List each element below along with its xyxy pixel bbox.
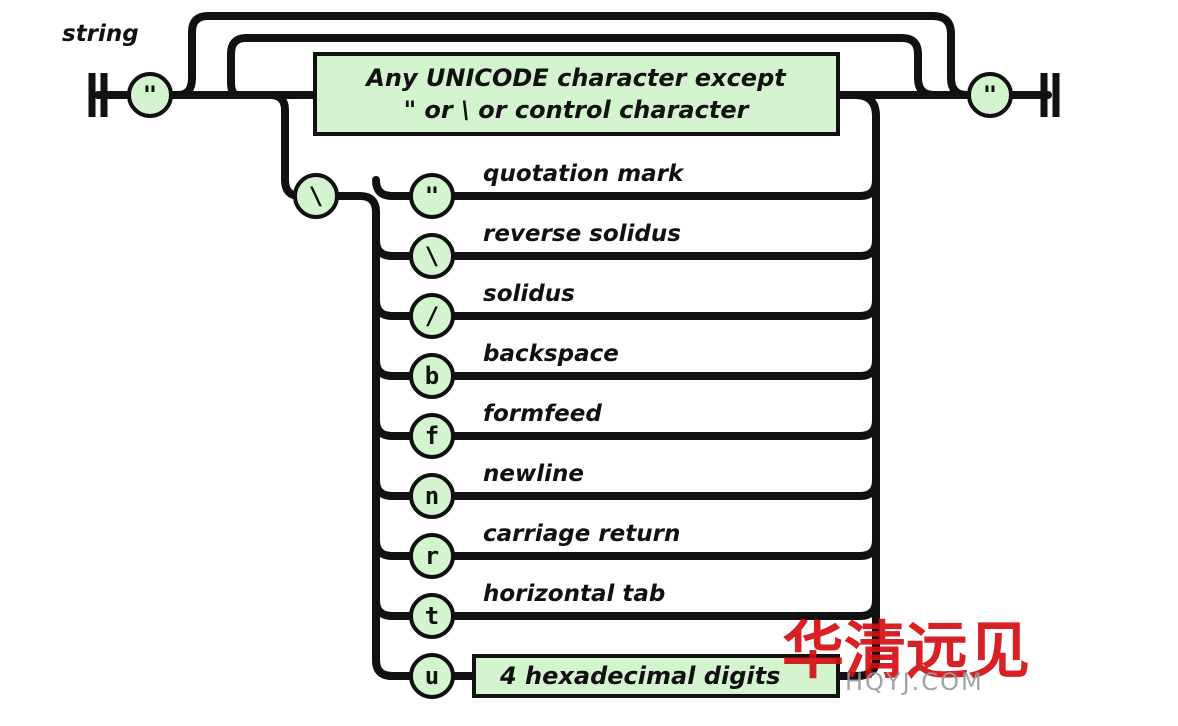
escape-char-terminal-1: \ xyxy=(409,233,455,279)
escape-char-terminal-8-shape xyxy=(409,653,455,699)
escape-char-terminal-0-char: " xyxy=(425,182,439,210)
escape-char-terminal-0-shape xyxy=(409,173,455,219)
loop-outer xyxy=(174,12,971,99)
escape-char-terminal-6: r xyxy=(409,533,455,579)
rail-escape-in-3 xyxy=(372,356,416,380)
hex-digits-box-label: 4 hexadecimal digits xyxy=(499,662,780,690)
rail-escape-out-5 xyxy=(448,476,880,500)
escape-char-terminal-3: b xyxy=(409,353,455,399)
escape-char-terminal-1-char: \ xyxy=(425,242,439,270)
rail-escape-in-6 xyxy=(372,536,416,560)
escape-label-4: formfeed xyxy=(483,401,602,427)
open-quote-terminal-shape xyxy=(127,72,173,118)
escape-char-terminal-3-shape xyxy=(409,353,455,399)
rail-escape-in-0 xyxy=(372,176,416,200)
rail-escape-in-8 xyxy=(372,656,416,680)
open-quote-terminal-char: " xyxy=(143,81,157,109)
rail-escape-out-4 xyxy=(448,416,880,440)
escape-char-terminal-2: / xyxy=(409,293,455,339)
unicode-char-box-line2: " or \ or control character xyxy=(404,96,751,124)
escape-label-0: quotation mark xyxy=(483,161,685,187)
escape-backslash-terminal: \ xyxy=(293,173,339,219)
escape-char-terminal-0: " xyxy=(409,173,455,219)
rail-escape-in-7 xyxy=(372,596,416,620)
rail-escape-out-0 xyxy=(448,176,880,200)
watermark-en: HQYJ.COM xyxy=(845,668,984,696)
watermark: 华清远见 HQYJ.COM xyxy=(782,614,1030,696)
close-quote-terminal: " xyxy=(967,72,1013,118)
diagram-title: string xyxy=(62,21,139,47)
escape-label-5: newline xyxy=(483,461,584,487)
escape-backslash-terminal-shape xyxy=(293,173,339,219)
escape-char-terminal-4-shape xyxy=(409,413,455,459)
escape-char-terminal-8: u xyxy=(409,653,455,699)
escape-char-terminal-3-char: b xyxy=(425,362,439,390)
escape-char-terminal-7-char: t xyxy=(425,602,439,630)
escape-char-terminal-7: t xyxy=(409,593,455,639)
close-quote-terminal-char: " xyxy=(983,81,997,109)
escape-label-7: horizontal tab xyxy=(483,581,665,607)
rail-escape-out-7 xyxy=(448,596,880,620)
escape-char-terminal-5-shape xyxy=(409,473,455,519)
escape-char-terminal-7-shape xyxy=(409,593,455,639)
escape-char-terminal-6-char: r xyxy=(425,542,439,570)
escape-char-terminal-8-char: u xyxy=(425,662,439,690)
hex-digits-box: 4 hexadecimal digits xyxy=(472,654,840,698)
escape-char-terminal-5: n xyxy=(409,473,455,519)
rail-escape-in-5 xyxy=(372,476,416,500)
unicode-char-box-shape xyxy=(313,52,840,136)
escape-char-terminal-4: f xyxy=(409,413,455,459)
escape-char-terminal-1-shape xyxy=(409,233,455,279)
close-quote-terminal-shape xyxy=(967,72,1013,118)
rail-escape-in-1 xyxy=(372,236,416,260)
escape-label-6: carriage return xyxy=(483,521,680,547)
watermark-cn: 华清远见 xyxy=(782,614,1030,687)
rail-escape-out-6 xyxy=(448,536,880,560)
loop-inner xyxy=(227,34,938,99)
rail-escape-down xyxy=(266,91,304,200)
rail-escape-out-3 xyxy=(448,356,880,380)
open-quote-terminal: " xyxy=(127,72,173,118)
rail-escape-out-1 xyxy=(448,236,880,260)
escape-label-2: solidus xyxy=(483,281,575,307)
escape-char-terminal-2-shape xyxy=(409,293,455,339)
escape-char-terminal-6-shape xyxy=(409,533,455,579)
escape-char-terminal-5-char: n xyxy=(425,482,439,510)
rail-escape-in-4 xyxy=(372,416,416,440)
escape-char-terminal-4-char: f xyxy=(425,422,439,450)
escape-label-3: backspace xyxy=(483,341,619,367)
hex-digits-box-shape xyxy=(472,654,840,698)
rail-escape-in-2 xyxy=(372,296,416,320)
rail-escape-out-2 xyxy=(448,296,880,320)
unicode-char-box: Any UNICODE character except " or \ or co… xyxy=(313,52,840,136)
unicode-char-box-line1: Any UNICODE character except xyxy=(364,64,787,92)
escape-label-1: reverse solidus xyxy=(483,221,681,247)
rail-return-spine xyxy=(834,91,880,680)
escape-char-terminal-2-char: / xyxy=(425,302,439,330)
escape-backslash-terminal-char: \ xyxy=(309,182,323,210)
